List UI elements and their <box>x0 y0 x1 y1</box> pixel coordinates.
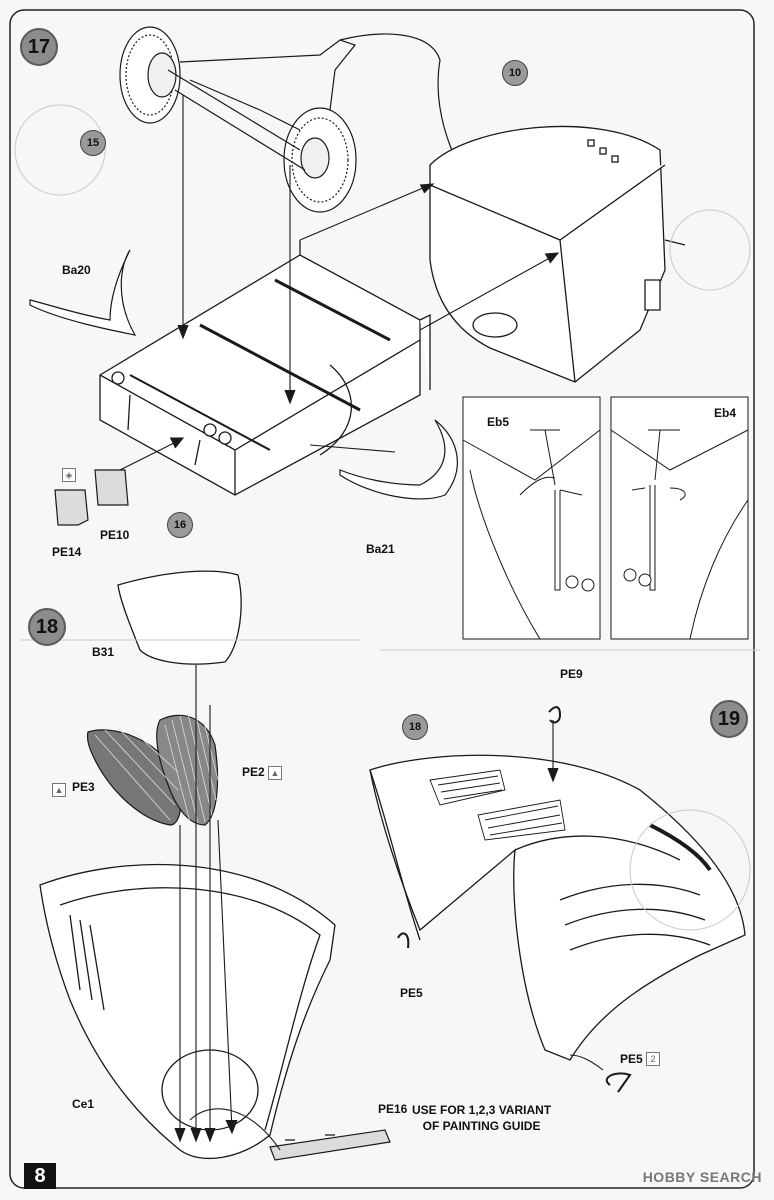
step18-arrows <box>174 665 281 1151</box>
part-10-badge: 10 <box>502 60 528 86</box>
part-pe16 <box>269 1129 391 1161</box>
watermark: HOBBY SEARCH <box>642 1169 762 1185</box>
label-pe5-left: PE5 <box>400 986 423 1000</box>
grille-stripes <box>94 713 219 824</box>
louver-slots <box>429 769 566 841</box>
wheel-assembly <box>119 26 501 231</box>
label-b31: B31 <box>92 645 115 659</box>
variant-note-line1: USE FOR 1,2,3 VARIANT <box>412 1103 552 1117</box>
label-pe10: PE10 <box>100 528 130 542</box>
label-eb4: Eb4 <box>714 406 737 420</box>
step-17-badge: 17 <box>20 28 58 66</box>
chassis-tub <box>99 240 431 496</box>
bend-photo-etch-icon: ▲ <box>268 766 282 780</box>
hood-assembly <box>369 754 746 1061</box>
part-15-badge: 15 <box>80 130 106 156</box>
label-pe2: PE2 <box>242 765 265 779</box>
photo-etch-plates <box>54 469 129 526</box>
part-16-badge: 16 <box>167 512 193 538</box>
detail-frame-left <box>462 396 601 640</box>
quantity-icon: 2 <box>646 1052 660 1066</box>
hood-arrows <box>397 706 632 1093</box>
variant-note-line2: OF PAINTING GUIDE <box>422 1119 541 1133</box>
label-pe9: PE9 <box>560 667 583 681</box>
part-18-badge: 18 <box>402 714 428 740</box>
page-number: 8 <box>24 1163 56 1189</box>
label-pe3: PE3 <box>72 780 95 794</box>
radiator-shell-ce1 <box>39 863 336 1160</box>
label-pe16: PE16 <box>378 1102 408 1116</box>
label-pe5-right: PE5 <box>620 1052 643 1066</box>
panel-b31 <box>117 570 242 665</box>
label-ce1: Ce1 <box>72 1097 95 1111</box>
photo-etch-icon: ◈ <box>62 468 76 482</box>
label-eb5: Eb5 <box>487 415 510 429</box>
fender-ba20 <box>29 249 137 336</box>
bend-photo-etch-icon: ▲ <box>52 783 66 797</box>
step-19-badge: 19 <box>710 700 748 738</box>
assembly-arrows <box>119 95 560 471</box>
label-ba21: Ba21 <box>366 542 395 556</box>
fender-ba21 <box>339 419 458 500</box>
variant-note: USE FOR 1,2,3 VARIANT OF PAINTING GUIDE <box>412 1102 551 1134</box>
detail-frame-right <box>610 396 749 640</box>
label-ba20: Ba20 <box>62 263 91 277</box>
label-pe14: PE14 <box>52 545 82 559</box>
step-18-badge: 18 <box>28 608 66 646</box>
page-border <box>9 9 755 1189</box>
background-ghost <box>14 104 760 931</box>
